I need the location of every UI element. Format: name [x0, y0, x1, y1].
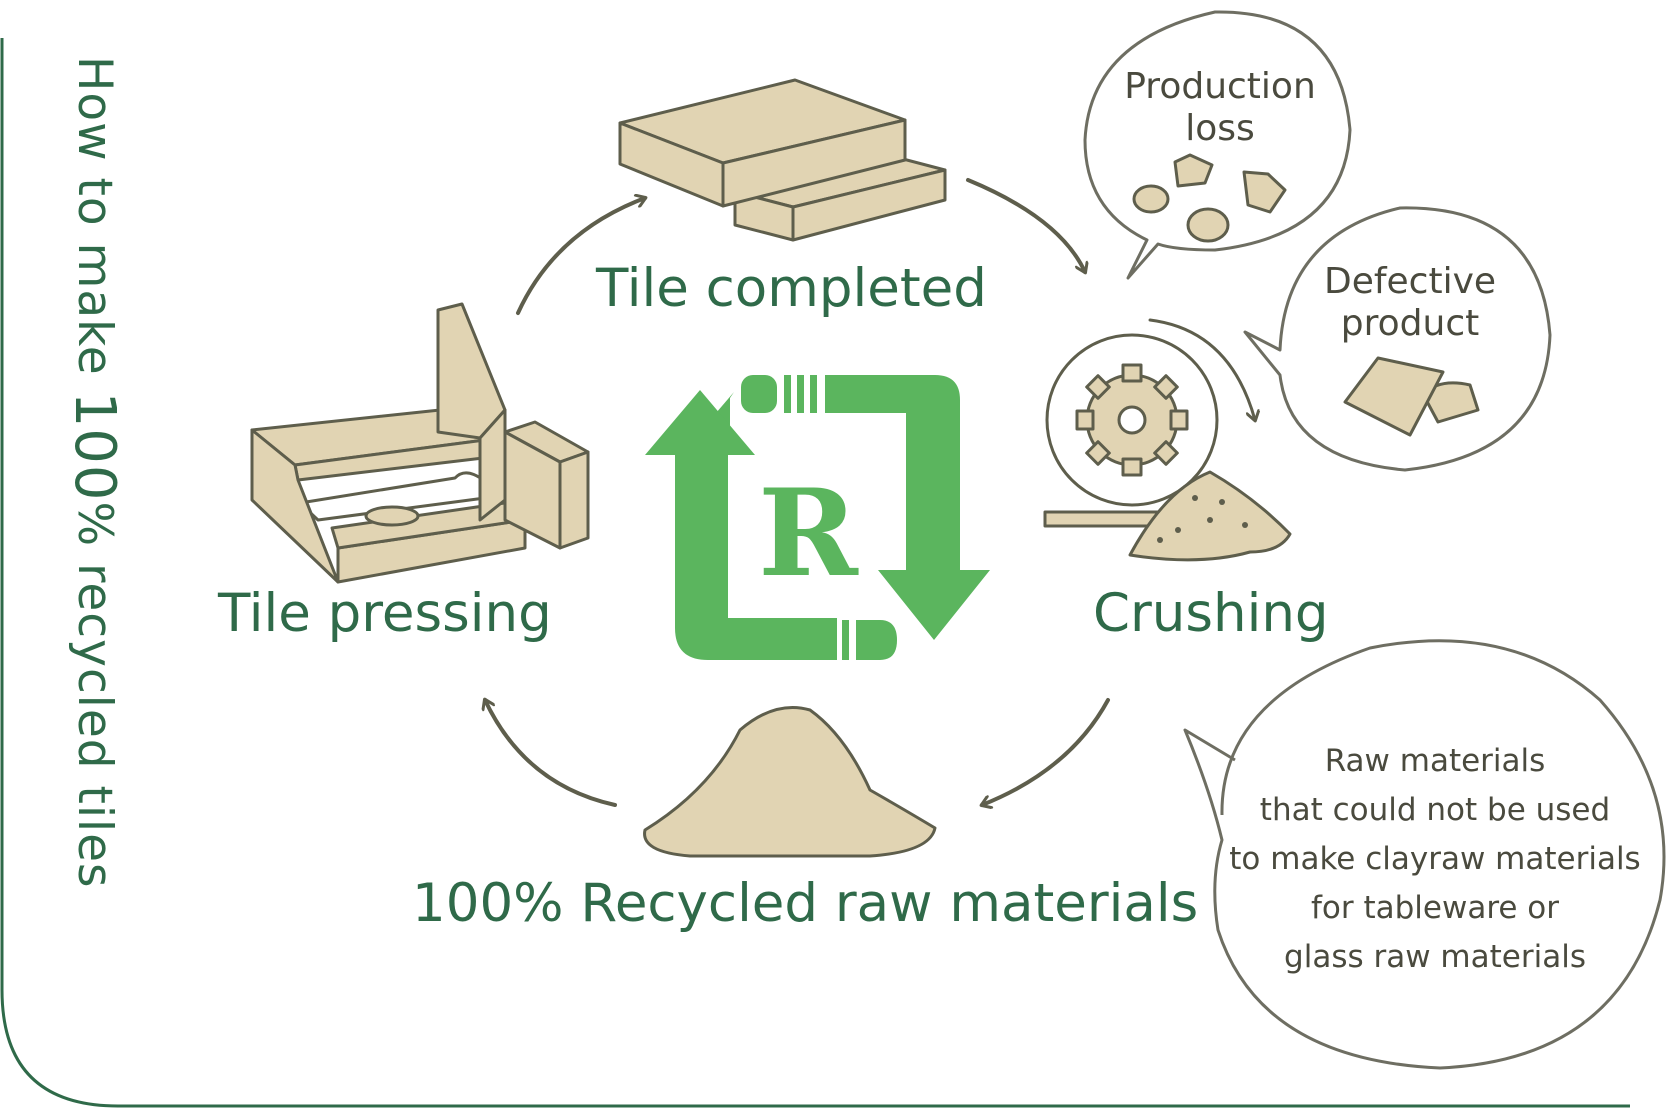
raw-note-line-2: that could not be used — [1259, 792, 1611, 828]
defective-product-line-1: Defective — [1323, 261, 1497, 302]
crusher-icon — [1043, 318, 1292, 562]
raw-note-line-1: Raw materials — [1324, 743, 1546, 779]
arrow-crush-to-raw — [982, 698, 1110, 805]
recycle-r-logo: R — [645, 375, 990, 660]
stage-tile-pressing: Tile pressing — [218, 583, 552, 644]
production-loss-bubble — [1083, 10, 1352, 280]
title-suffix: % recycled tiles — [67, 501, 122, 889]
arrow-press-to-complete — [516, 198, 645, 315]
defective-product-text: Defective product — [1305, 261, 1515, 345]
raw-material-pile-icon — [643, 706, 937, 858]
stage-crushing: Crushing — [1093, 583, 1329, 644]
raw-note-line-3: to make clayraw materials — [1229, 841, 1641, 877]
title-prefix: How to make — [67, 56, 122, 392]
page-title: How to make 100% recycled tiles — [62, 56, 127, 888]
tile-press-icon — [250, 302, 590, 584]
title-highlight: 100 — [62, 391, 127, 502]
stage-recycled-raw-materials: 100% Recycled raw materials — [412, 873, 1199, 934]
raw-materials-note-bubble — [1183, 639, 1666, 1070]
logo-letter: R — [758, 463, 859, 604]
arrow-complete-to-crush — [966, 178, 1085, 272]
raw-materials-note-text: Raw materials that could not be used to … — [1225, 737, 1645, 982]
defective-product-bubble — [1243, 206, 1552, 472]
arrow-raw-to-press — [485, 700, 617, 807]
production-loss-line-2: loss — [1185, 108, 1255, 149]
defective-product-line-2: product — [1340, 303, 1480, 344]
stage-tile-completed: Tile completed — [596, 258, 987, 319]
gear-icon — [1075, 363, 1189, 477]
production-loss-text: Production loss — [1115, 66, 1325, 150]
raw-note-line-4: for tableware or — [1310, 890, 1560, 926]
raw-note-line-5: glass raw materials — [1284, 939, 1586, 975]
production-loss-line-1: Production — [1124, 66, 1316, 107]
tile-stack-icon — [618, 78, 947, 242]
